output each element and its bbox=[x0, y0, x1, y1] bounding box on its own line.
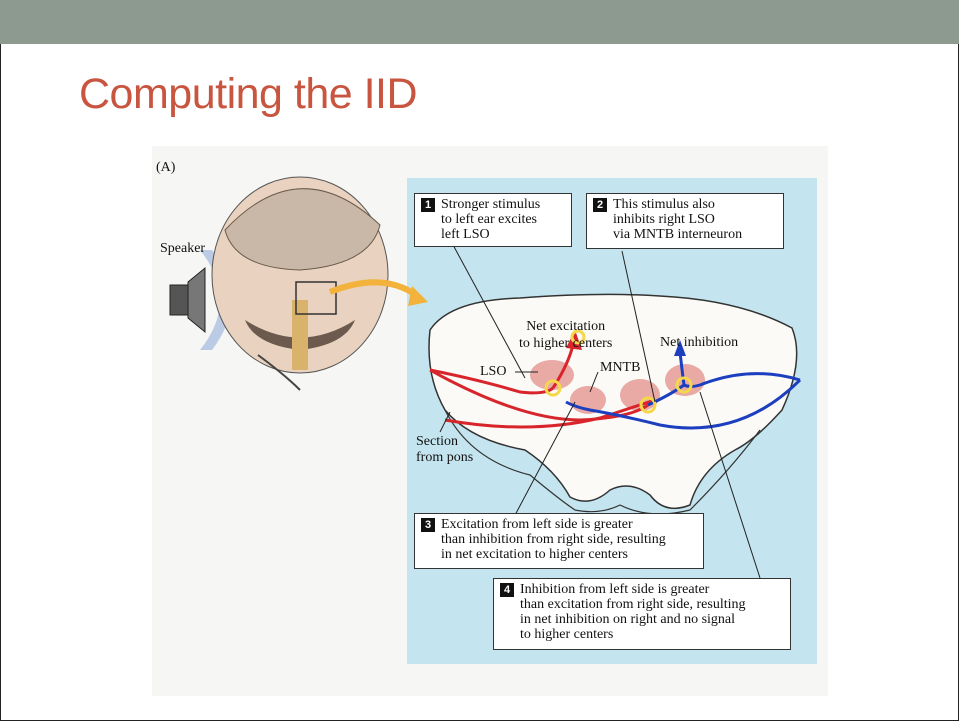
callout-text: This stimulus also inhibits right LSO vi… bbox=[613, 197, 743, 242]
callout-number: 3 bbox=[421, 518, 435, 532]
callout-number: 1 bbox=[421, 198, 435, 212]
slide-title: Computing the IID bbox=[79, 70, 418, 118]
head-illustration bbox=[211, 176, 389, 391]
net-inhibition-label: Net inhibition bbox=[660, 335, 739, 350]
left-lso bbox=[530, 360, 574, 390]
callout-1: 1 Stronger stimulus to left ear excites … bbox=[414, 193, 572, 247]
panel-label: (A) bbox=[156, 160, 176, 175]
speaker-label: Speaker bbox=[160, 241, 206, 256]
leader-lines bbox=[439, 242, 761, 579]
header-bar bbox=[0, 0, 959, 44]
callout-4: 4 Inhibition from left side is greater t… bbox=[493, 578, 791, 650]
net-excitation-label: Net excitation to higher centers bbox=[519, 319, 613, 351]
callout-text: Excitation from left side is greater tha… bbox=[441, 517, 666, 562]
lso-label: LSO bbox=[480, 364, 507, 379]
callout-text: Inhibition from left side is greater tha… bbox=[520, 582, 746, 642]
section-label: Section from pons bbox=[416, 434, 474, 465]
callout-3: 3 Excitation from left side is greater t… bbox=[414, 513, 704, 569]
inhibitory-path bbox=[683, 372, 801, 388]
mntb-label: MNTB bbox=[600, 360, 641, 375]
callout-number: 4 bbox=[500, 583, 514, 597]
callout-number: 2 bbox=[593, 198, 607, 212]
callout-text: Stronger stimulus to left ear excites le… bbox=[441, 197, 541, 242]
pons-section bbox=[428, 293, 798, 510]
callout-2: 2 This stimulus also inhibits right LSO … bbox=[586, 193, 784, 249]
right-lso bbox=[665, 364, 705, 396]
